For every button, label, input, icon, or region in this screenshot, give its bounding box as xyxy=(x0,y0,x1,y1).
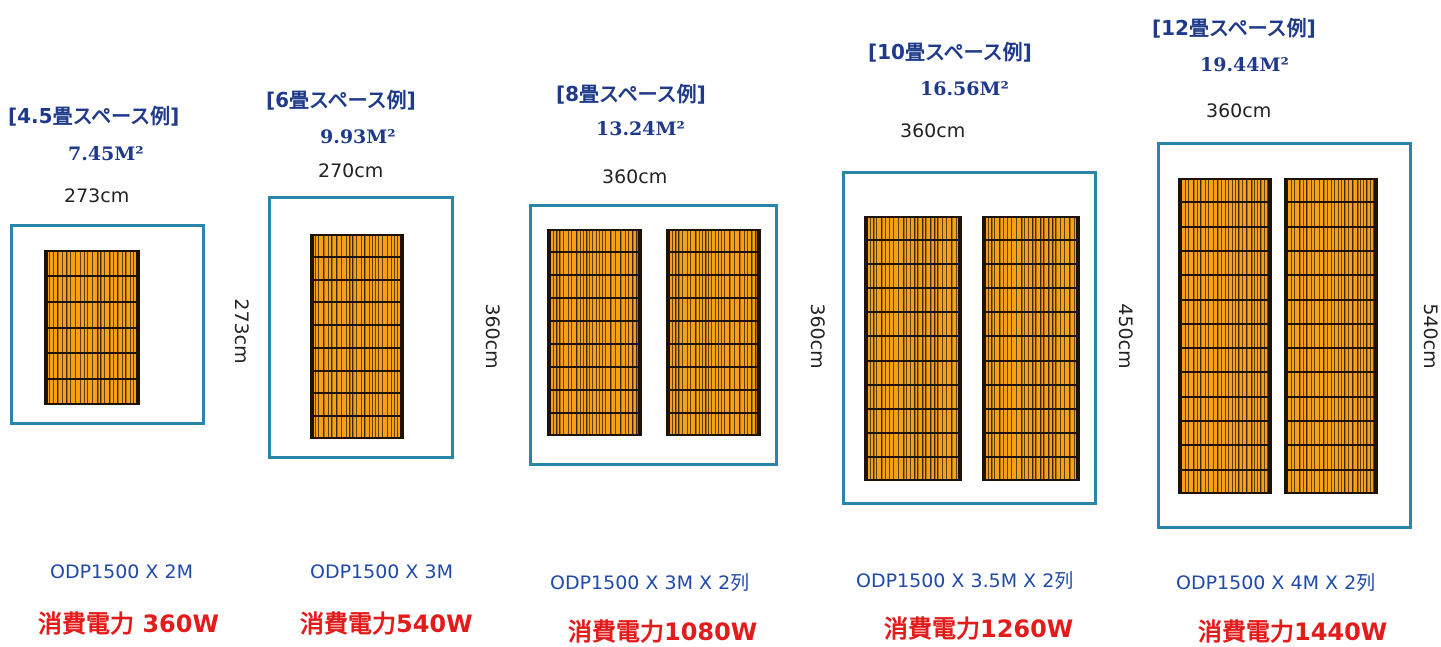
layout-title: [12畳スペース例] xyxy=(1152,16,1316,40)
width-dimension: 360cm xyxy=(602,166,668,188)
height-dimension: 450cm xyxy=(1114,303,1136,369)
model-label: ODP1500 X 2M xyxy=(50,561,193,583)
model-label: ODP1500 X 3M xyxy=(310,561,453,583)
power-label: 消費電力 360W xyxy=(38,610,219,638)
width-dimension: 270cm xyxy=(318,160,384,182)
model-label: ODP1500 X 3M X 2列 xyxy=(550,572,750,594)
width-dimension: 360cm xyxy=(1206,100,1272,122)
height-dimension: 273cm xyxy=(230,298,252,364)
heater-panel xyxy=(44,250,140,405)
height-dimension: 360cm xyxy=(481,303,503,369)
width-dimension: 360cm xyxy=(900,120,966,142)
area-label: 13.24M² xyxy=(596,118,685,140)
heater-panel-left xyxy=(864,216,962,481)
model-label: ODP1500 X 3.5M X 2列 xyxy=(856,570,1074,592)
area-label: 16.56M² xyxy=(920,78,1009,100)
heater-panel-left xyxy=(1178,178,1272,494)
width-dimension: 273cm xyxy=(64,185,130,207)
layout-title: [8畳スペース例] xyxy=(556,82,706,106)
area-label: 19.44M² xyxy=(1200,54,1289,76)
model-label: ODP1500 X 4M X 2列 xyxy=(1176,572,1376,594)
height-dimension: 540cm xyxy=(1419,303,1441,369)
layout-title: [6畳スペース例] xyxy=(266,88,416,112)
area-label: 9.93M² xyxy=(320,126,396,148)
power-label: 消費電力1260W xyxy=(884,615,1074,643)
heater-panel xyxy=(310,234,404,439)
power-label: 消費電力1440W xyxy=(1198,618,1388,646)
height-dimension: 360cm xyxy=(806,303,828,369)
heater-panel-right xyxy=(666,229,761,436)
layout-title: [4.5畳スペース例] xyxy=(8,104,180,128)
power-label: 消費電力1080W xyxy=(568,618,758,646)
heater-panel-left xyxy=(547,229,642,436)
heater-panel-right xyxy=(1284,178,1378,494)
area-label: 7.45M² xyxy=(68,143,144,165)
layout-title: [10畳スペース例] xyxy=(868,40,1032,64)
heater-panel-right xyxy=(982,216,1080,481)
power-label: 消費電力540W xyxy=(300,610,473,638)
